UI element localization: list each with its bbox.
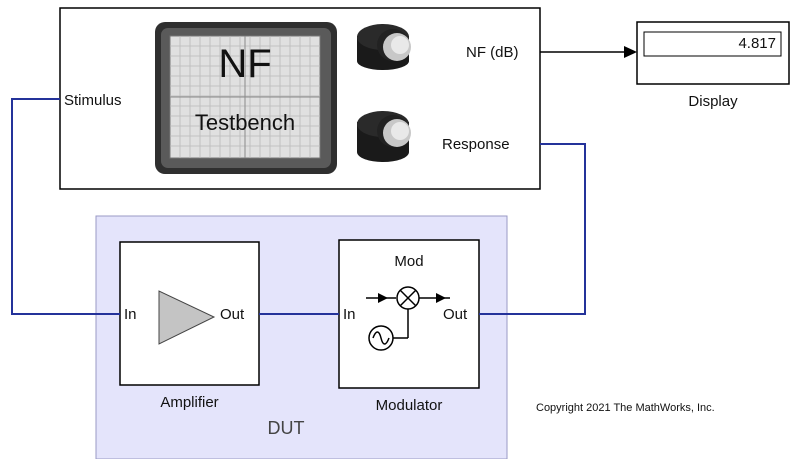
port-stimulus-label: Stimulus [64, 92, 122, 109]
port-nf-label: NF (dB) [466, 44, 519, 61]
modulator-label: Modulator [375, 397, 443, 414]
display-value: 4.817 [738, 35, 776, 52]
display-label: Display [688, 93, 738, 110]
modulator-port-out: Out [443, 306, 468, 323]
signal-lines [11, 98, 586, 315]
stimulus-signal-line [11, 98, 120, 315]
knob-icon-bottom [357, 111, 411, 162]
screen-title: NF [218, 42, 272, 86]
modulator-title: Mod [394, 253, 424, 270]
nf-to-display-arrow [540, 46, 637, 58]
oscillator-icon [368, 325, 394, 351]
modulator-block[interactable] [338, 239, 480, 389]
amplifier-port-in: In [124, 306, 137, 323]
oscilloscope-icon [155, 22, 337, 174]
mixer-icon [366, 286, 450, 339]
response-signal-line [479, 143, 586, 315]
amplifier-port-out: Out [220, 306, 245, 323]
amplifier-label: Amplifier [160, 394, 219, 411]
screen-subtitle: Testbench [194, 110, 296, 135]
copyright-text: Copyright 2021 The MathWorks, Inc. [536, 402, 715, 414]
dut-label: DUT [267, 418, 305, 438]
knob-icon-top [357, 24, 411, 70]
modulator-port-in: In [343, 306, 356, 323]
port-response-label: Response [442, 136, 510, 153]
display-readout [643, 31, 782, 57]
amplifier-triangle-icon [158, 290, 216, 345]
